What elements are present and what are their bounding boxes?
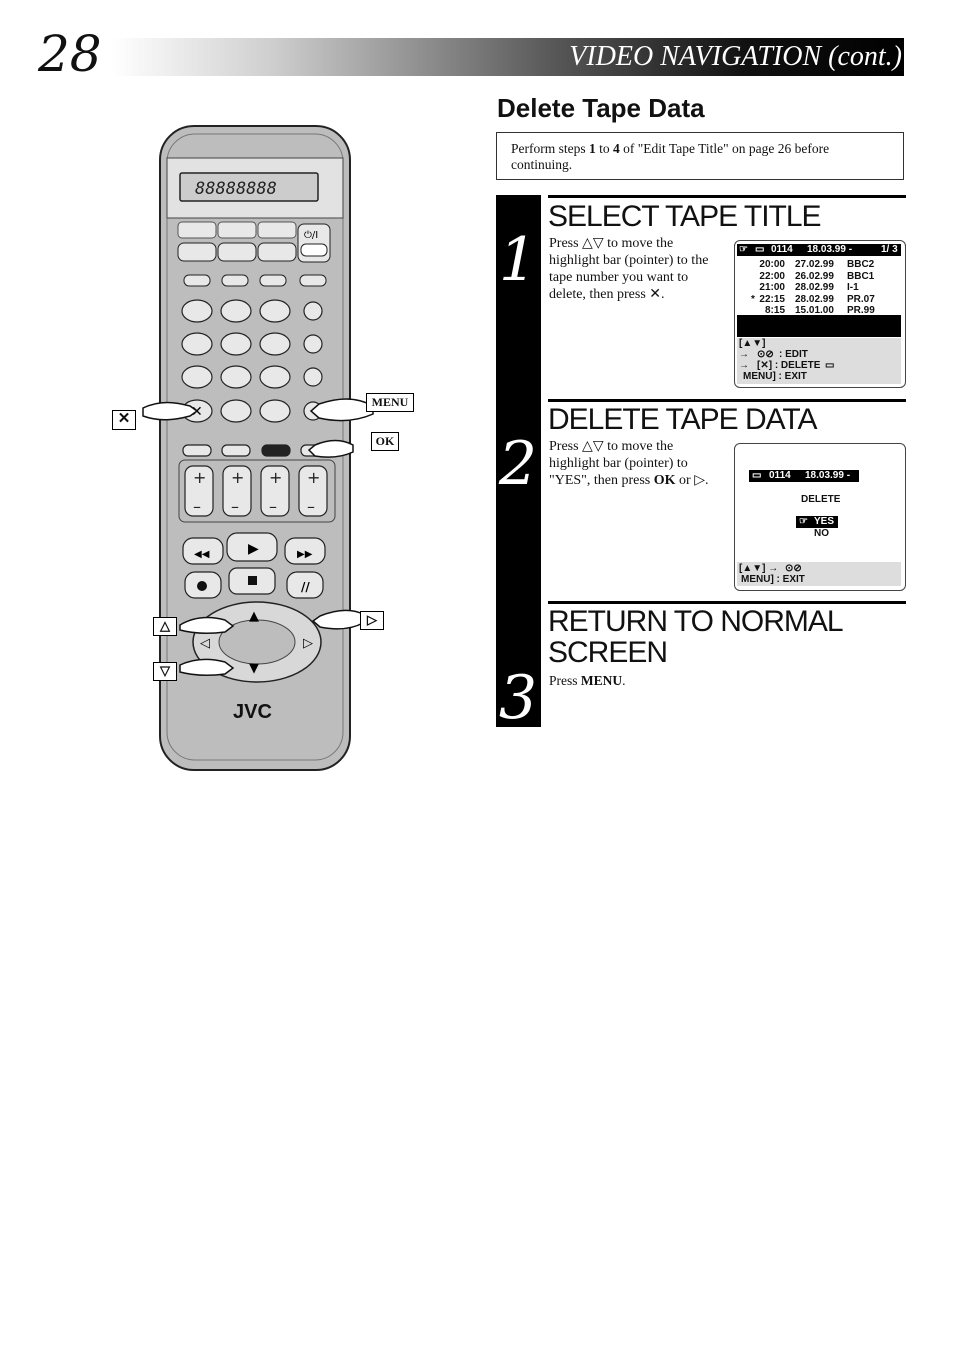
step-1-rule [548,195,906,198]
pause-button[interactable] [286,571,324,599]
svg-text:+: + [307,468,320,487]
right-arrow-icon: ▷ [303,636,313,651]
screen1-row-date: 27.02.99 [795,259,834,270]
step-2-bar [496,400,541,603]
step-3-text: Press MENU. [549,673,626,688]
screen1-row-ch: PR.99 [847,305,875,316]
ok-icon: ⊙⊘ [757,349,774,360]
tape-icon: ▭ [825,360,835,371]
down-arrow-icon: ▼ [249,661,259,676]
callout-up: △ [153,617,177,636]
pointing-hand-menu [309,398,374,422]
screen1-row-ch: I-1 [847,282,859,293]
pointing-hand-up [179,616,235,635]
jvc-logo: JVC [233,701,272,723]
screen2-header: ▭ 0114 18.03.99 - [749,470,859,482]
fast-forward-button[interactable] [284,537,326,565]
screen1-row-time: 22:00 [759,270,785,282]
remote-button[interactable] [217,242,257,262]
step-3-rule [548,601,906,604]
fast-forward-icon: ▶▶ [297,549,313,560]
pointing-hand-cancel [142,401,199,421]
rewind-button[interactable] [182,537,224,565]
step-2-text: Press △▽ to move the highlight bar (poin… [549,439,709,488]
screen1-row-ch: PR.07 [847,293,875,305]
screen1-row-date: 15.01.00 [795,305,834,316]
stop-icon [248,576,257,585]
callout-right: ▷ [360,611,384,630]
step-2-rule [548,399,906,402]
svg-text:–: – [193,497,201,516]
ok-icon: ⊙⊘ [785,563,802,574]
step-1-text: Press △▽ to move the highlight bar (poin… [549,236,709,302]
callout-menu: MENU [366,393,414,412]
screen1-row-mark: * [751,293,755,305]
left-arrow-icon: ◁ [200,636,210,651]
lcd-display [179,172,319,202]
step-3-title-line-2: SCREEN [548,636,668,669]
screen1-row-date: 26.02.99 [795,270,834,282]
svg-text:+: + [269,468,282,487]
remote-control-illustration: 88888888 ⏻/I ✕ [142,125,374,771]
header-gradient-bar [112,38,904,76]
step-1-title: SELECT TAPE TITLE [548,200,822,233]
tape-icon: ▭ [755,244,765,255]
step-3-title-line-1: RETURN TO NORMAL [548,605,844,638]
screen1-row-date: 28.02.99 [795,293,834,305]
remote-button[interactable] [257,242,297,262]
screen1-row-time: 8:15 [764,305,785,316]
screen1-highlight-bar [737,315,901,337]
callout-down: ▽ [153,662,177,681]
page-number: 28 [38,25,102,83]
header-title: VIDEO NAVIGATION (cont.) [569,41,902,72]
svg-text:+: + [231,468,244,487]
screen2-option-yes: ☞ YES [796,516,838,528]
up-arrow-icon: ▲ [249,609,259,624]
svg-text:88888888: 88888888 [195,179,277,199]
tape-icon: ▭ [752,470,762,481]
screen1-row-time: 20:00 [759,259,785,270]
arrow-icon: → [739,349,749,360]
remote-button[interactable] [177,242,217,262]
screen1-row-date: 28.02.99 [795,282,834,293]
callout-cancel: ✕ [112,410,136,430]
step-1-bar [496,195,541,400]
step-2-number: 2 [498,429,538,499]
power-icon: ⏻/I [304,230,318,241]
screen1-row-time: 22:15 [759,293,785,305]
screen1-row-ch: BBC1 [847,270,875,282]
svg-text:–: – [269,497,277,516]
section-title: Delete Tape Data [497,93,705,123]
pointer-icon: ☞ [739,244,748,255]
pointing-hand-ok [307,439,354,458]
pointing-hand-down [179,658,235,677]
rewind-icon: ◀◀ [194,549,210,560]
step-3-bar [496,603,541,727]
step-1-number: 1 [498,225,538,295]
screen1-footer: [▲▼] → ⊙⊘ : EDIT → [✕] : DELETE ▭ MENU] … [737,338,901,384]
screen1-row-ch: BBC2 [847,259,875,270]
screen2-label: DELETE [801,494,841,505]
pointing-hand-right [311,609,364,630]
step-3-number: 3 [498,663,538,733]
note-box: Perform steps 1 to 4 of "Edit Tape Title… [496,132,904,180]
play-icon: ▶ [248,541,259,557]
svg-text:+: + [193,468,206,487]
play-button[interactable] [226,532,278,562]
screen2-footer: [▲▼] → ⊙⊘ MENU] : EXIT [737,562,901,586]
svg-text:–: – [307,497,315,516]
svg-text:–: – [231,497,239,516]
screen1-row-time: 21:00 [759,282,785,293]
screen1-header: ☞ ▭ 0114 18.03.99 - 1/ 3 [737,244,901,256]
pointer-icon: ☞ [799,516,808,527]
step-2-title: DELETE TAPE DATA [548,403,818,436]
screen2-option-no: NO [814,528,829,539]
pause-icon: // [301,580,310,594]
callout-ok: OK [371,432,399,451]
osd-screen-delete-confirm: ▭ 0114 18.03.99 - DELETE ☞ YES NO [▲▼] →… [734,443,906,591]
arrow-icon: → [739,360,749,371]
record-icon [197,581,207,591]
